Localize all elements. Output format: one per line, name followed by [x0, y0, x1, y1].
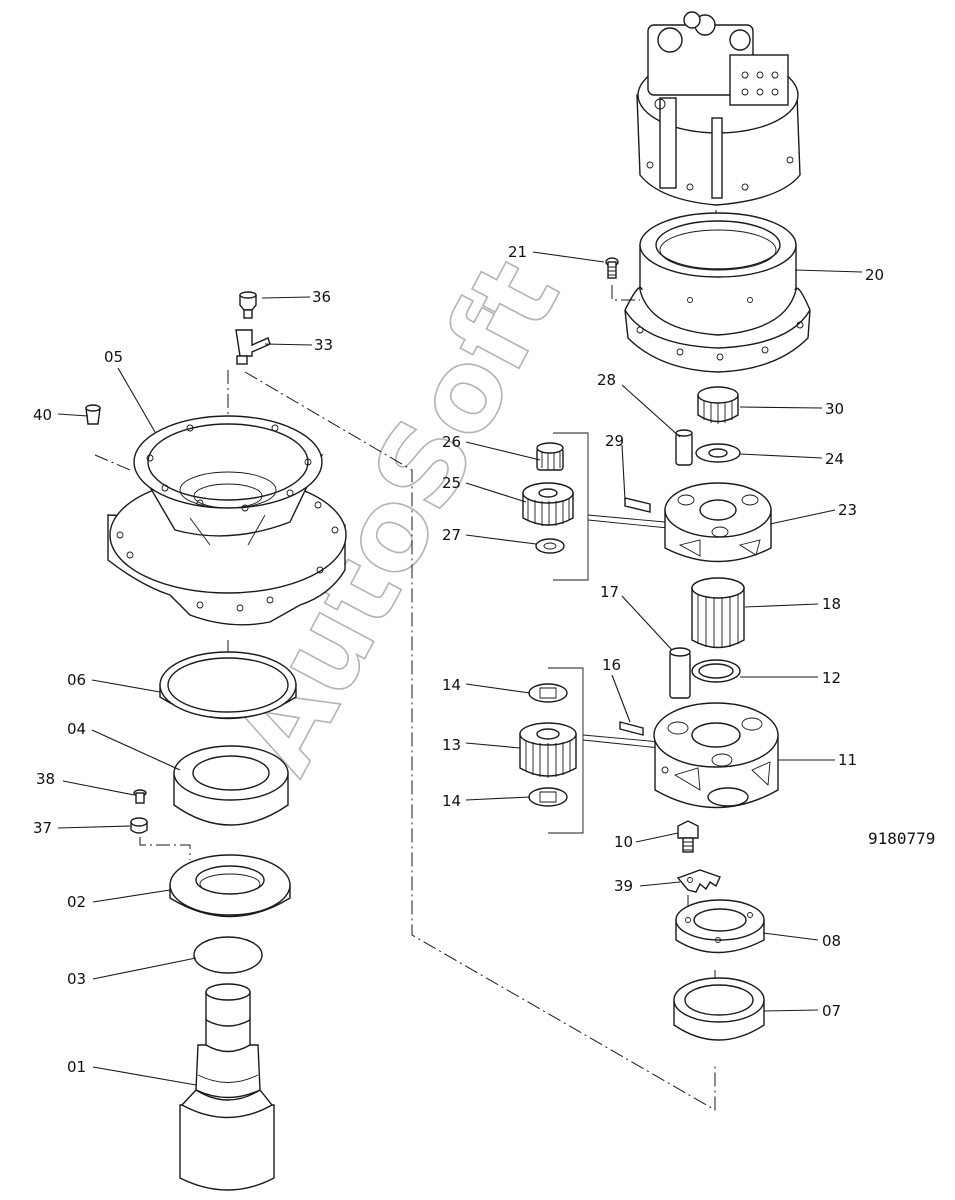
callout-38: 38 — [36, 770, 55, 788]
carrier-23 — [664, 482, 772, 563]
callout-labels: 36 33 05 40 06 04 38 37 02 03 01 21 20 2… — [33, 243, 884, 1076]
lock-plate-39 — [676, 869, 721, 893]
callout-08: 08 — [822, 932, 841, 950]
plate-27 — [535, 538, 565, 554]
callout-39: 39 — [614, 877, 633, 895]
callout-20: 20 — [865, 266, 884, 284]
plate-14-lower — [528, 787, 568, 807]
bearing-26 — [536, 442, 564, 471]
callout-06: 06 — [67, 671, 86, 689]
callout-24: 24 — [825, 450, 844, 468]
shaft-01 — [179, 983, 275, 1191]
bearing-04 — [173, 745, 289, 826]
callout-16: 16 — [602, 656, 621, 674]
washer-12 — [691, 659, 741, 683]
bolt-38 — [133, 789, 147, 804]
cover-02 — [169, 854, 291, 918]
planet-gear-25 — [522, 482, 574, 526]
housing-05 — [107, 415, 347, 626]
callout-03: 03 — [67, 970, 86, 988]
gear-set-brackets — [548, 432, 669, 834]
callout-26: 26 — [442, 433, 461, 451]
callout-12: 12 — [822, 669, 841, 687]
callout-21: 21 — [508, 243, 527, 261]
callout-29: 29 — [605, 432, 624, 450]
elbow-33 — [235, 329, 271, 365]
callout-27: 27 — [442, 526, 461, 544]
callout-11: 11 — [838, 751, 857, 769]
callout-05: 05 — [104, 348, 123, 366]
callout-36: 36 — [312, 288, 331, 306]
callout-17: 17 — [600, 583, 619, 601]
callout-01: 01 — [67, 1058, 86, 1076]
callout-07: 07 — [822, 1002, 841, 1020]
callout-37: 37 — [33, 819, 52, 837]
callout-13: 13 — [442, 736, 461, 754]
sun-gear-30 — [697, 386, 739, 424]
fitting-36 — [239, 291, 257, 319]
washer-24 — [695, 443, 741, 463]
carrier-11 — [653, 702, 779, 809]
callout-28: 28 — [597, 371, 616, 389]
plate-14-upper — [528, 683, 568, 703]
swing-motor-20 — [624, 11, 811, 373]
callout-40: 40 — [33, 406, 52, 424]
callout-14-upper: 14 — [442, 676, 461, 694]
callout-10: 10 — [614, 833, 633, 851]
disc-03 — [193, 936, 263, 974]
bolt-10 — [677, 820, 699, 853]
ring-08 — [675, 899, 765, 954]
nut-37 — [130, 817, 148, 834]
planet-gear-13 — [519, 722, 577, 778]
plug-40 — [85, 404, 101, 425]
callout-04: 04 — [67, 720, 86, 738]
callout-23: 23 — [838, 501, 857, 519]
pin-28 — [675, 429, 693, 466]
spring-pin-16 — [619, 721, 644, 736]
leader-lines — [57, 251, 863, 1086]
ring-06 — [159, 651, 297, 720]
sun-gear-18 — [691, 577, 745, 649]
callout-25: 25 — [442, 474, 461, 492]
callout-02: 02 — [67, 893, 86, 911]
spring-pin-29 — [624, 497, 651, 513]
pin-17 — [669, 647, 691, 699]
bolt-21 — [605, 257, 619, 279]
drawing-number: 9180779 — [868, 829, 935, 848]
callout-14-lower: 14 — [442, 792, 461, 810]
callout-18: 18 — [822, 595, 841, 613]
callout-33: 33 — [314, 336, 333, 354]
bearing-07 — [673, 977, 765, 1041]
callout-30: 30 — [825, 400, 844, 418]
